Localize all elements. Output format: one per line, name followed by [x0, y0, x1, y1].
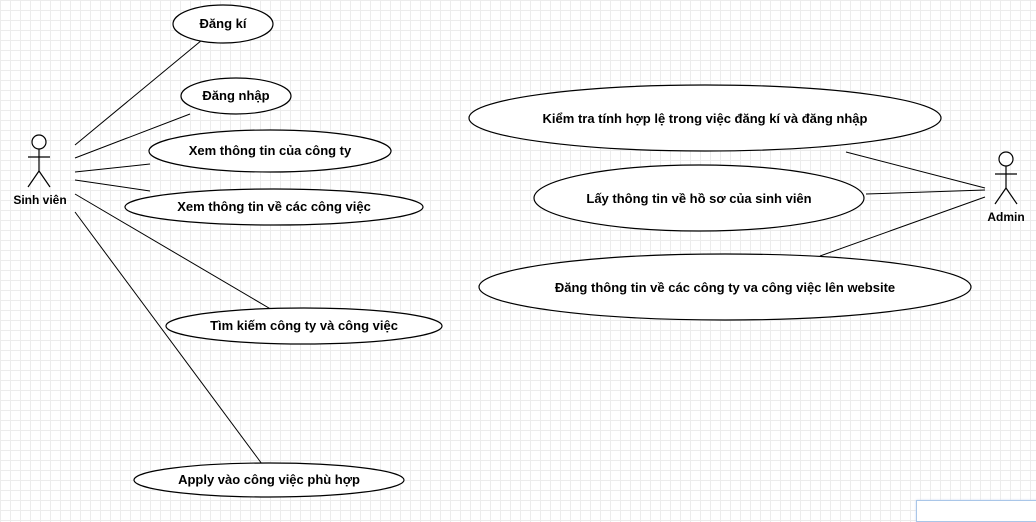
association-line: [74, 179, 151, 192]
associations-admin: [819, 151, 986, 257]
association-line: [74, 113, 191, 159]
actor-sinh-vien[interactable]: Sinh viên: [13, 134, 67, 207]
use-case-diagram: Sinh viên Admin Đăng kí Đăng nhập Xem th…: [13, 4, 1025, 498]
association-line: [819, 196, 986, 257]
use-case-tim-kiem[interactable]: Tìm kiếm công ty và công việc: [165, 307, 443, 345]
association-line: [845, 151, 986, 189]
use-case-lay-thong-tin[interactable]: Lấy thông tin về hồ sơ của sinh viên: [533, 164, 865, 232]
use-case-label: Lấy thông tin về hồ sơ của sinh viên: [586, 191, 811, 206]
use-case-label: Đăng thông tin về các công ty va công vi…: [555, 280, 895, 295]
use-case-label: Apply vào công việc phù hợp: [178, 472, 360, 487]
use-case-label: Xem thông tin của công ty: [189, 143, 352, 158]
use-case-label: Xem thông tin về các công việc: [177, 199, 371, 214]
stick-figure-icon: [994, 151, 1018, 205]
use-case-apply[interactable]: Apply vào công việc phù hợp: [133, 462, 405, 498]
use-case-dang-ki[interactable]: Đăng kí: [172, 4, 274, 44]
stick-figure-icon: [27, 134, 51, 188]
actor-label: Admin: [987, 210, 1024, 224]
association-line: [74, 211, 263, 465]
use-case-xem-thong-tin-cong-viec[interactable]: Xem thông tin về các công việc: [124, 188, 424, 226]
corner-panel: [916, 500, 1036, 522]
association-line: [74, 193, 275, 312]
associations-sinh-vien: [74, 39, 275, 465]
association-line: [74, 39, 203, 146]
use-case-label: Đăng kí: [200, 16, 247, 31]
use-case-dang-nhap[interactable]: Đăng nhập: [180, 77, 292, 115]
actor-label: Sinh viên: [13, 193, 66, 207]
actor-admin[interactable]: Admin: [987, 151, 1025, 224]
use-case-label: Kiểm tra tính hợp lệ trong việc đăng kí …: [543, 111, 868, 126]
use-case-dang-thong-tin[interactable]: Đăng thông tin về các công ty va công vi…: [478, 253, 972, 321]
use-case-label: Tìm kiếm công ty và công việc: [210, 318, 398, 333]
use-case-label: Đăng nhập: [202, 88, 269, 103]
use-case-kiem-tra[interactable]: Kiểm tra tính hợp lệ trong việc đăng kí …: [468, 84, 942, 152]
association-line: [74, 163, 151, 173]
use-case-xem-thong-tin-cong-ty[interactable]: Xem thông tin của công ty: [148, 129, 392, 173]
association-line: [865, 189, 986, 195]
